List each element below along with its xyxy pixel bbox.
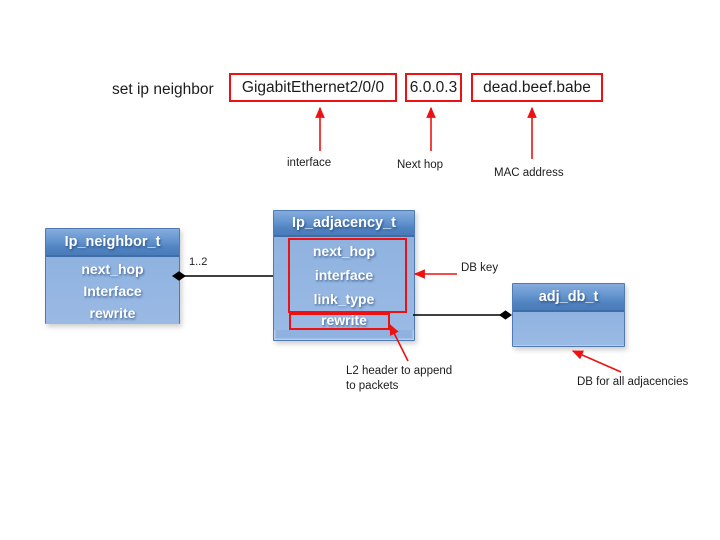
ip-neighbor-title: Ip_neighbor_t <box>46 229 179 257</box>
neighbor-adjacency-association <box>172 271 273 281</box>
adjacency-adjdb-association <box>413 310 512 320</box>
command-arg-next-hop-box: 6.0.0.3 <box>405 73 462 102</box>
diamond-connector-right <box>499 310 512 320</box>
ip-neighbor-field-interface: Interface <box>83 283 142 299</box>
multiplicity-label: 1..2 <box>189 256 208 268</box>
ip-neighbor-field-next-hop: next_hop <box>81 261 144 277</box>
ip-adjacency-field-link-type: link_type <box>313 291 375 307</box>
command-arg-interface-box: GigabitEthernet2/0/0 <box>229 73 397 102</box>
db-key-label: DB key <box>461 262 499 274</box>
interface-annotation-label: interface <box>287 157 332 169</box>
db-key-highlight-rect <box>288 238 407 313</box>
next-hop-annotation-label: Next hop <box>397 159 444 171</box>
ip-adjacency-field-rewrite: rewrite <box>321 312 367 328</box>
command-prefix-text: set ip neighbor <box>112 81 214 98</box>
ip-neighbor-field-rewrite: rewrite <box>89 305 136 321</box>
l2-header-label: L2 header to append to packets <box>346 365 453 392</box>
db-all-arrow <box>571 350 622 373</box>
command-arg-mac-address-box: dead.beef.babe <box>471 73 603 102</box>
ip-adjacency-title: Ip_adjacency_t <box>274 211 414 237</box>
ip-adjacency-field-next-hop: next_hop <box>312 243 376 259</box>
rewrite-highlight-rect <box>289 313 390 330</box>
ip-neighbor-body: next_hop Interface rewrite <box>46 257 179 324</box>
ip-neighbor-class-box: Ip_neighbor_t next_hop Interface rewrite <box>45 228 180 324</box>
db-all-adjacencies-label: DB for all adjacencies <box>577 376 689 388</box>
adj-db-body <box>513 312 624 345</box>
ip-adjacency-field-interface: interface <box>314 267 374 283</box>
adj-db-class-box: adj_db_t <box>512 283 625 347</box>
mac-address-annotation-label: MAC address <box>494 167 564 179</box>
adj-db-title: adj_db_t <box>513 284 624 312</box>
